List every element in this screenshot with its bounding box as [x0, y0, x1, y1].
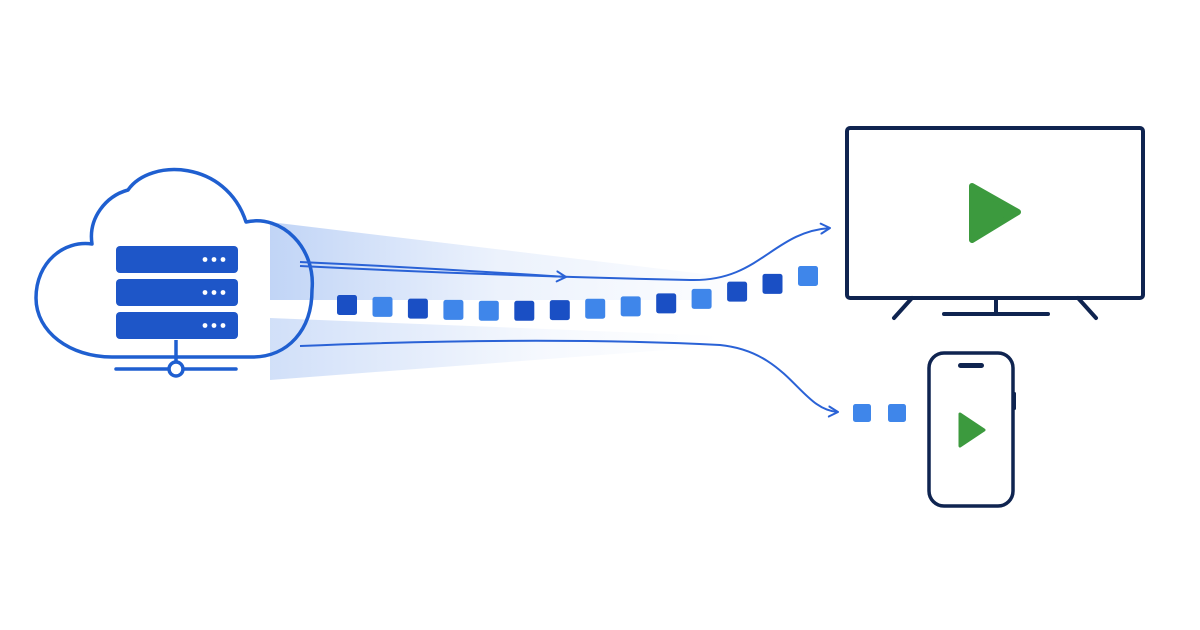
packet-stream-phone: [853, 404, 906, 422]
server-unit: [116, 279, 238, 306]
beam-upper: [270, 222, 770, 300]
server-led: [211, 257, 217, 262]
cloud-server-icon: [34, 167, 314, 378]
server-led: [202, 323, 208, 328]
data-packet: [798, 266, 818, 286]
stream-arrows: [299, 222, 839, 418]
data-packet: [656, 293, 677, 314]
television-icon: [845, 126, 1145, 320]
data-packet: [407, 298, 428, 319]
data-packet: [478, 300, 499, 321]
server-led: [211, 290, 217, 295]
server-led: [202, 257, 208, 262]
data-packet: [337, 295, 357, 315]
server-unit: [116, 312, 238, 339]
data-packet: [443, 299, 464, 320]
packet-stream-tv: [337, 266, 818, 321]
server-led: [220, 257, 226, 262]
phone-side-button: [1013, 392, 1016, 410]
data-packet: [727, 281, 748, 302]
data-packet: [853, 404, 871, 422]
cloud-outline: [34, 167, 314, 359]
beam-lower: [270, 318, 720, 380]
data-packet: [372, 296, 393, 317]
tv-leg-right: [1076, 296, 1098, 320]
server-unit: [116, 246, 238, 273]
arrow-to-tv: [299, 222, 831, 282]
play-icon: [969, 183, 1021, 243]
data-packet: [585, 298, 606, 319]
data-packet: [514, 300, 535, 321]
play-icon: [958, 412, 986, 448]
tv-leg-left: [892, 296, 914, 320]
smartphone-icon: [927, 351, 1016, 508]
light-beams: [270, 222, 770, 380]
data-packet: [762, 273, 783, 294]
data-packet: [888, 404, 906, 422]
server-led: [202, 290, 208, 295]
server-led: [220, 290, 226, 295]
data-packet: [691, 288, 712, 309]
server-stack: [116, 246, 238, 339]
data-packet: [620, 296, 641, 317]
server-led: [211, 323, 217, 328]
network-node: [167, 360, 185, 378]
data-packet: [549, 300, 570, 321]
server-led: [220, 323, 226, 328]
arrow-to-phone: [299, 339, 839, 418]
phone-speaker: [958, 363, 984, 368]
